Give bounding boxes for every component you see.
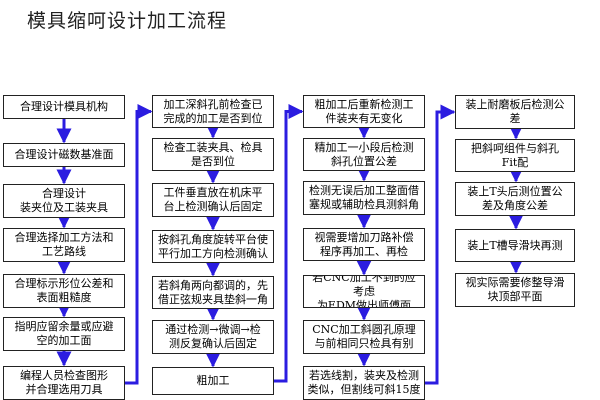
flow-step-1-1: 合理设计模具机构 (3, 95, 125, 119)
flow-connector-arrow (125, 104, 153, 385)
flow-step-label: 合理选择加工方法和 工艺路线 (14, 231, 114, 258)
flow-step-3-5: 若CNC加工不到的应考虑 为EDM做出师傅面 (303, 275, 425, 308)
flow-step-label: 通过检测→微调→检 测反复确认后固定 (165, 323, 261, 350)
flow-step-label: 把斜呵组件与斜孔 Fit配 (471, 141, 559, 169)
flow-step-1-7: 编程人员检查图形 并合理选用刀具 (3, 366, 125, 400)
flow-step-label: 按斜孔角度旋转平台使 平行加工方向检测确认 (158, 232, 268, 260)
flow-connector-arrow (274, 104, 304, 383)
flow-step-label: 合理标示形位公差和 表面粗糙度 (14, 277, 114, 304)
flow-step-label: 若斜角两向都调的，先 借正弦规夹具垫斜一角 (158, 278, 268, 306)
flow-step-label: 装上T头后测位置公 差及角度公差 (467, 185, 563, 212)
flow-step-2-1: 加工深斜孔前检查已 完成的加工是否到位 (152, 95, 274, 128)
flow-step-label: 指明应留余量或应避 空的加工面 (14, 320, 114, 347)
flow-step-label: CNC加工斜圆孔原理 与前相同只检具有别 (312, 323, 416, 350)
flow-step-label: 合理设计磁数基准面 (14, 148, 114, 161)
flow-step-label: 粗加工后重新检测工 件装夹有无变化 (314, 97, 414, 125)
page-title: 模具缩呵设计加工流程 (27, 10, 228, 32)
flow-step-3-7: 若选线割，装夹及检测 类似，但割线可斜15度 (303, 366, 425, 400)
flow-step-4-3: 装上T头后测位置公 差及角度公差 (455, 182, 575, 216)
flow-step-1-6: 指明应留余量或应避 空的加工面 (3, 317, 125, 351)
flow-step-label: 视需要增加刀路补偿 程序再加工、再检 (314, 230, 414, 258)
flow-step-label: 合理设计 装夹位及工装夹具 (20, 187, 108, 214)
flow-step-1-4: 合理选择加工方法和 工艺路线 (3, 228, 125, 262)
flow-step-2-6: 通过检测→微调→检 测反复确认后固定 (152, 320, 274, 354)
flow-connector-arrow (425, 104, 456, 385)
flow-step-label: 精加工一小段后检测 斜孔位置公差 (314, 140, 414, 168)
flow-step-2-2: 检查工装夹具、检具 是否到位 (152, 138, 274, 171)
flow-step-4-4: 装上T槽导滑块再测 (455, 229, 575, 262)
flow-step-3-6: CNC加工斜圆孔原理 与前相同只检具有别 (303, 320, 425, 354)
flow-step-3-4: 视需要增加刀路补偿 程序再加工、再检 (303, 228, 425, 261)
flow-step-2-7: 粗加工 (152, 367, 274, 395)
flow-step-4-1: 装上耐磨板后检测公 差 (455, 95, 575, 129)
flow-step-3-2: 精加工一小段后检测 斜孔位置公差 (303, 138, 425, 171)
flow-step-3-3: 检测无误后加工整面借 塞规或辅助检具测斜角 (303, 181, 425, 215)
flow-step-1-3: 合理设计 装夹位及工装夹具 (3, 184, 125, 218)
flow-step-label: 编程人员检查图形 并合理选用刀具 (20, 369, 108, 396)
flow-step-label: 若选线割，装夹及检测 类似，但割线可斜15度 (307, 369, 421, 396)
flow-step-1-5: 合理标示形位公差和 表面粗糙度 (3, 274, 125, 308)
flow-step-label: 装上耐磨板后检测公 差 (465, 98, 565, 125)
flow-step-label: 装上T槽导滑块再测 (467, 238, 563, 252)
flow-step-label: 检测无误后加工整面借 塞规或辅助检具测斜角 (309, 184, 419, 211)
flow-step-label: 工件垂直放在机床平 台上检测确认后固定 (163, 186, 263, 213)
flow-step-label: 视实际需要修整导滑 块顶部平面 (465, 276, 565, 303)
flow-step-4-2: 把斜呵组件与斜孔 Fit配 (455, 139, 575, 172)
flow-step-3-1: 粗加工后重新检测工 件装夹有无变化 (303, 95, 425, 128)
flow-step-4-5: 视实际需要修整导滑 块顶部平面 (455, 273, 575, 307)
flow-step-label: 检查工装夹具、检具 是否到位 (163, 140, 263, 168)
flow-step-label: 若CNC加工不到的应考虑 为EDM做出师傅面 (312, 275, 416, 308)
flow-step-2-4: 按斜孔角度旋转平台使 平行加工方向检测确认 (152, 230, 274, 263)
flow-step-2-5: 若斜角两向都调的，先 借正弦规夹具垫斜一角 (152, 276, 274, 309)
flow-step-label: 加工深斜孔前检查已 完成的加工是否到位 (163, 97, 263, 125)
flow-step-label: 粗加工 (196, 374, 230, 387)
flow-step-2-3: 工件垂直放在机床平 台上检测确认后固定 (152, 183, 274, 217)
flow-step-1-2: 合理设计磁数基准面 (3, 143, 125, 167)
flow-step-label: 合理设计模具机构 (20, 100, 108, 113)
